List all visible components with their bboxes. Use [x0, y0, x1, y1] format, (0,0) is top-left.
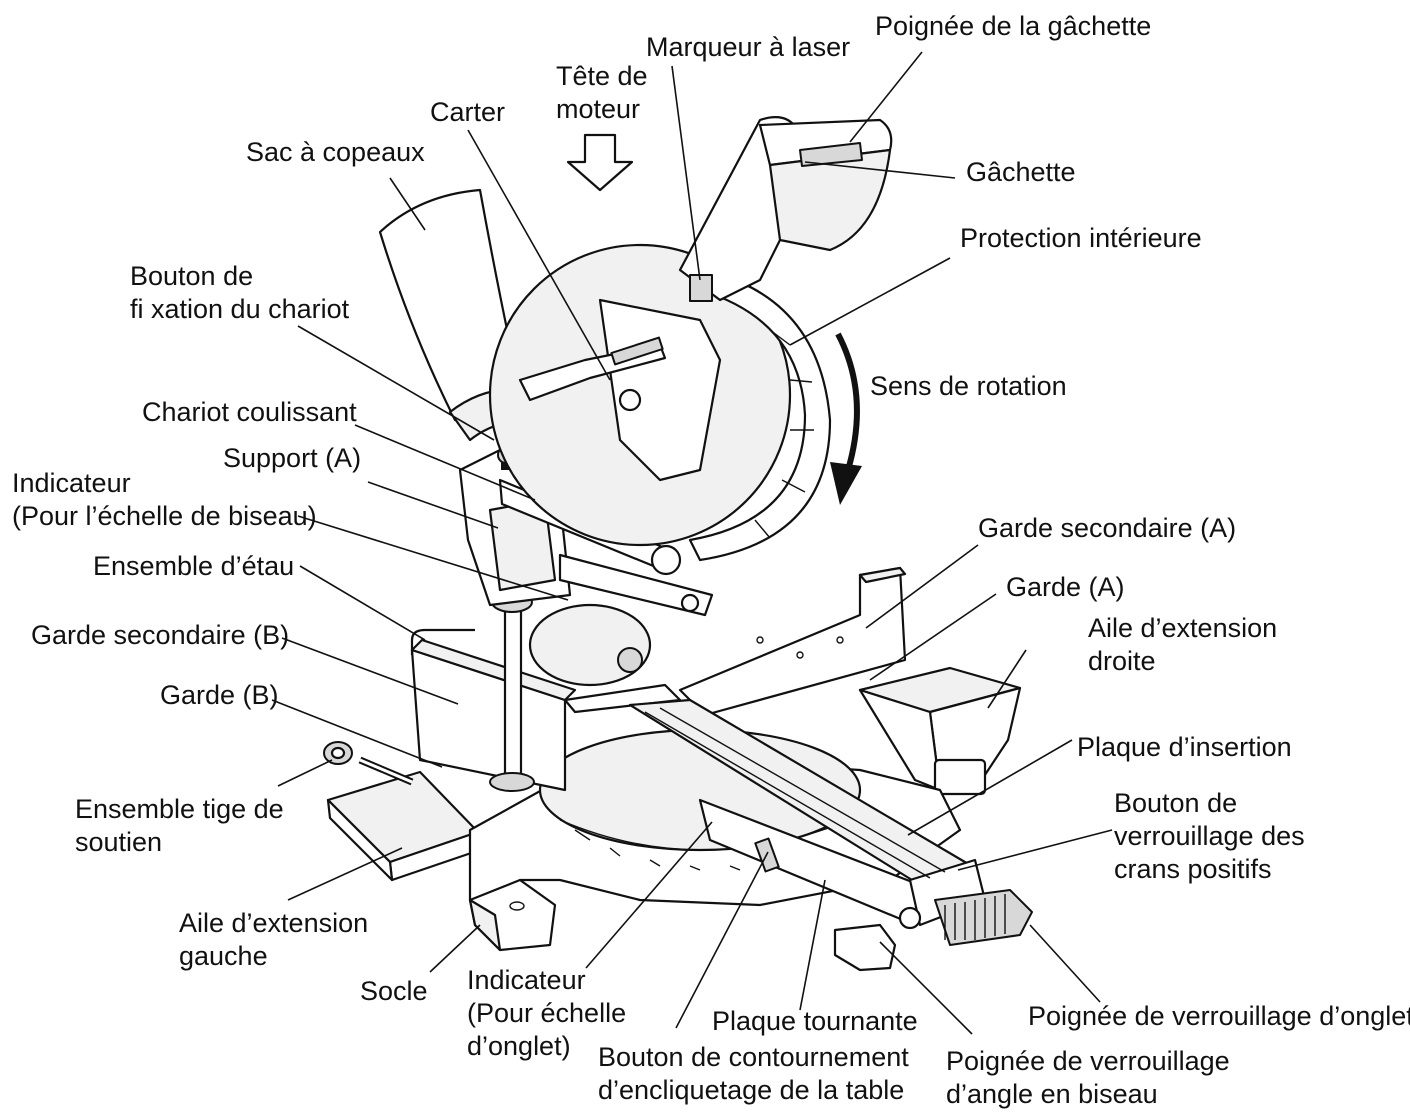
label-sac-copeaux: Sac à copeaux	[246, 137, 425, 167]
label-ensemble-etau: Ensemble d’étau	[93, 551, 295, 581]
label-plaque-tournante: Plaque tournante	[712, 1006, 918, 1036]
label-garde-secondaire-b: Garde secondaire (B)	[31, 620, 290, 650]
blade-guard-shape	[488, 243, 832, 562]
label-garde-b: Garde (B)	[160, 680, 279, 710]
label-chariot-coulissant: Chariot coulissant	[142, 397, 357, 427]
label-gachette: Gâchette	[966, 157, 1076, 187]
motor-handle-shape	[678, 116, 893, 302]
label-garde-a: Garde (A)	[1006, 572, 1125, 602]
label-poignee-biseau: Poignée de verrouillage d’angle en bisea…	[946, 1046, 1230, 1109]
label-plaque-insertion: Plaque d’insertion	[1077, 732, 1292, 762]
label-indicateur-onglet: Indicateur (Pour échelle d’onglet)	[467, 965, 627, 1061]
label-bouton-fixation: Bouton de fi xation du chariot	[130, 261, 350, 324]
label-carter: Carter	[430, 97, 506, 127]
label-ensemble-tige: Ensemble tige de soutien	[75, 794, 284, 857]
label-bouton-crans: Bouton de verrouillage des crans positif…	[1114, 788, 1305, 884]
label-indicateur-biseau: Indicateur (Pour l’échelle de biseau)	[12, 468, 317, 531]
rotation-direction-arrow	[830, 332, 862, 505]
motor-head-arrow	[566, 133, 634, 192]
right-extension-wing-shape	[858, 666, 1022, 796]
label-bouton-contournement: Bouton de contournement d’encliquetage d…	[598, 1042, 909, 1105]
label-marqueur-laser: Marqueur à laser	[646, 32, 851, 62]
label-support-a: Support (A)	[223, 443, 362, 473]
support-rod-assembly-shape	[323, 741, 414, 786]
label-socle: Socle	[360, 976, 428, 1006]
label-poignee-onglet: Poignée de verrouillage d’onglet	[1028, 1001, 1410, 1031]
label-aile-droite: Aile d’extension droite	[1088, 613, 1278, 676]
label-sens-rotation: Sens de rotation	[870, 371, 1067, 401]
bevel-pivot-shape	[528, 603, 652, 687]
label-garde-secondaire-a: Garde secondaire (A)	[978, 513, 1237, 543]
miter-arm-shape	[628, 698, 987, 930]
miter-lock-handle-shape	[934, 889, 1033, 946]
left-extension-wing-shape	[326, 770, 482, 882]
label-aile-gauche: Aile d’extension gauche	[179, 908, 369, 971]
bevel-lock-handle-shape	[833, 923, 897, 972]
label-poignee-gachette: Poignée de la gâchette	[875, 11, 1152, 41]
leader-lines	[271, 51, 1113, 1035]
label-tete-moteur: Tête de moteur	[556, 61, 648, 124]
fence-b-shape	[410, 628, 682, 792]
label-protection-interieure: Protection intérieure	[960, 223, 1202, 253]
